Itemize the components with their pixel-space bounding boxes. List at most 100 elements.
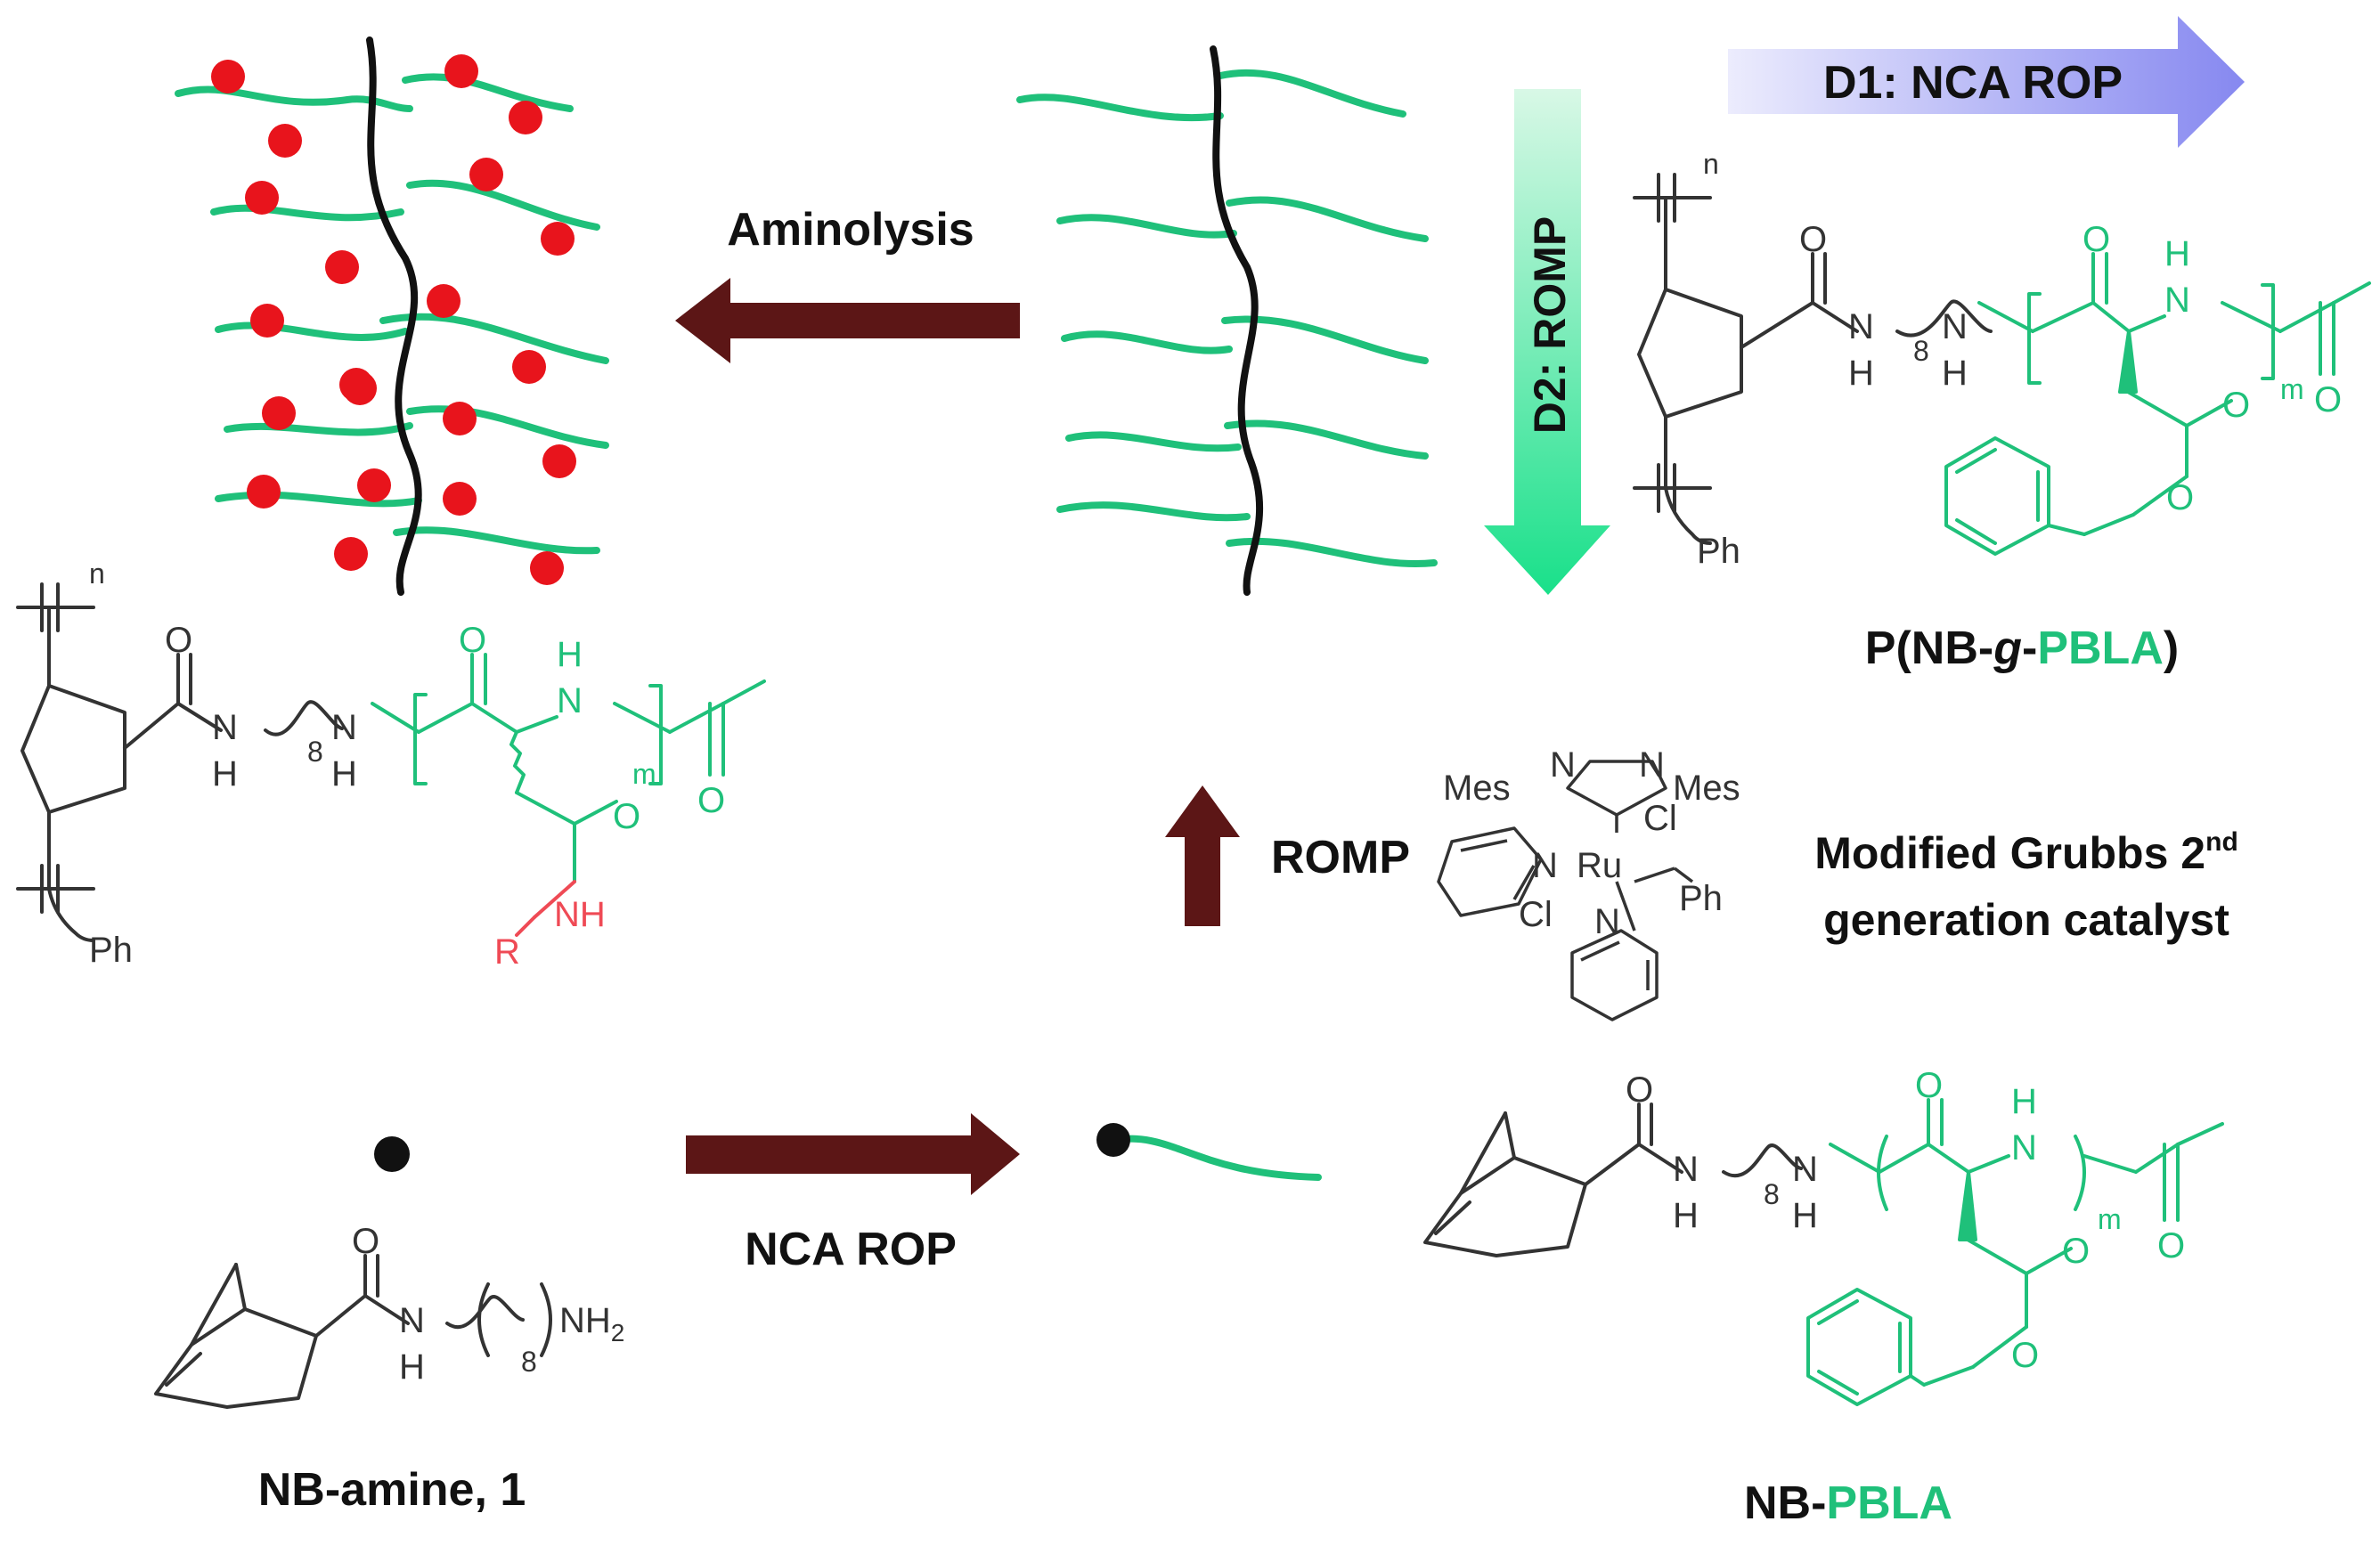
atom-nh: NH — [554, 895, 606, 934]
atom-ph: Ph — [1697, 532, 1740, 571]
atom-n: N — [1848, 307, 1874, 346]
red-dot — [443, 402, 477, 435]
red-dot — [530, 551, 564, 585]
atom-o: O — [697, 781, 725, 820]
atom-h: H — [1942, 354, 1968, 393]
atom-ph: Ph — [1679, 879, 1723, 918]
red-dot — [262, 396, 296, 430]
atom-8: 8 — [521, 1346, 537, 1378]
atom-n: N — [212, 708, 238, 747]
side-chain — [1226, 537, 1438, 567]
atom-h: H — [399, 1347, 425, 1387]
atom-m: m — [2280, 373, 2304, 405]
nb-pbla-chain-icon — [1096, 1123, 1322, 1181]
atom-o: O — [1915, 1066, 1943, 1105]
pnbgpbla-name: P(NB-g-PBLA) — [1865, 622, 2179, 674]
red-dot — [325, 250, 359, 284]
side-chain — [1217, 69, 1406, 118]
polynorbornene-backbone — [1210, 45, 1263, 596]
atom-o: O — [2166, 478, 2194, 517]
atom-n: n — [1703, 148, 1719, 180]
atom-ph: Ph — [89, 931, 133, 970]
atom-o: O — [165, 621, 192, 660]
atom-m: m — [2098, 1203, 2122, 1235]
side-chain — [224, 422, 413, 436]
side-chain — [1065, 431, 1242, 452]
nbpbla-atoms: O N H 8 N H O H N m O O O — [1626, 1066, 2185, 1375]
red-dot — [512, 350, 546, 384]
side-chain — [210, 204, 404, 222]
red-dot — [250, 304, 284, 338]
side-chain — [393, 526, 600, 555]
side-chain — [406, 179, 600, 231]
red-dot — [469, 158, 503, 191]
side-chain — [379, 313, 609, 364]
red-dot — [444, 54, 478, 88]
catalyst-label-line1: Modified Grubbs 2nd — [1814, 827, 2238, 878]
red-dot — [245, 181, 279, 215]
atom-o: O — [2222, 386, 2250, 425]
pnbgpbla-atoms: n O N H 8 N H Ph O H N m O O O — [1697, 148, 2342, 571]
atom-cl: Cl — [1519, 895, 1553, 934]
atom-h: H — [1673, 1196, 1699, 1235]
atom-o: O — [2082, 220, 2110, 259]
aminolysed-atoms: n O N H 8 N H Ph O H N m O O NH R — [89, 557, 725, 972]
nca-rop-arrow — [686, 1113, 1020, 1195]
nb-amine-dot — [374, 1136, 410, 1172]
nbpbla-structure — [1423, 1098, 2224, 1406]
atom-h: H — [331, 754, 357, 793]
catalyst-structure — [1437, 760, 1694, 1021]
atom-cl: Cl — [1643, 799, 1677, 838]
brush-aminolysed — [175, 73, 609, 555]
red-dot — [427, 284, 461, 318]
side-chain — [1056, 214, 1237, 239]
side-chain — [406, 405, 609, 449]
aminolysis-arrow — [675, 278, 1020, 363]
romp-label: ROMP — [1271, 832, 1410, 883]
atom-n: N — [1792, 1150, 1818, 1189]
atom-o: O — [1626, 1070, 1653, 1110]
nbpbla-name: NB-PBLA — [1744, 1477, 1952, 1529]
atom-o: O — [2062, 1232, 2090, 1271]
side-chain — [175, 85, 413, 112]
nbamine-structure — [154, 1254, 552, 1409]
atom-n: N — [2011, 1128, 2037, 1168]
atom-m: m — [632, 758, 656, 790]
pbla-chain — [1110, 1135, 1322, 1181]
polynorbornene-backbone — [366, 37, 422, 596]
atom-n: N — [1532, 846, 1558, 885]
red-dot — [334, 537, 368, 571]
atom-mes: Mes — [1443, 769, 1511, 808]
atom-h: H — [212, 754, 238, 793]
atom-n: n — [89, 557, 105, 590]
d1-arrow — [1728, 16, 2245, 148]
red-dot — [343, 371, 377, 405]
catalyst-atoms: Mes N N Mes Cl N Ru Ph Cl N — [1443, 745, 1740, 941]
atom-o: O — [1799, 220, 1827, 259]
atom-nh2: NH2 — [559, 1301, 624, 1347]
red-dot — [541, 222, 575, 256]
atom-o: O — [352, 1222, 379, 1261]
side-chain — [1226, 196, 1429, 242]
atom-n: N — [557, 681, 583, 720]
atom-8: 8 — [307, 736, 323, 768]
atom-8: 8 — [1764, 1178, 1780, 1210]
atom-n: N — [399, 1301, 425, 1340]
brush-pbla — [1016, 69, 1438, 567]
chain-end-dot — [1096, 1123, 1130, 1157]
atom-n: N — [1673, 1150, 1699, 1189]
side-chain — [1016, 94, 1224, 122]
atom-n: N — [2164, 281, 2190, 320]
red-dot — [211, 60, 245, 94]
nca-rop-label: NCA ROP — [745, 1224, 957, 1275]
aminolysed-structure — [16, 582, 766, 942]
atom-r: R — [494, 932, 520, 972]
atom-n: N — [1942, 307, 1968, 346]
d2-arrow — [1484, 89, 1610, 595]
red-dot — [542, 444, 576, 478]
catalyst-label-line2: generation catalyst — [1823, 895, 2229, 945]
atom-o: O — [2314, 380, 2342, 419]
atom-8: 8 — [1913, 335, 1929, 367]
side-chain — [215, 321, 409, 341]
aminolysis-label: Aminolysis — [727, 204, 974, 256]
